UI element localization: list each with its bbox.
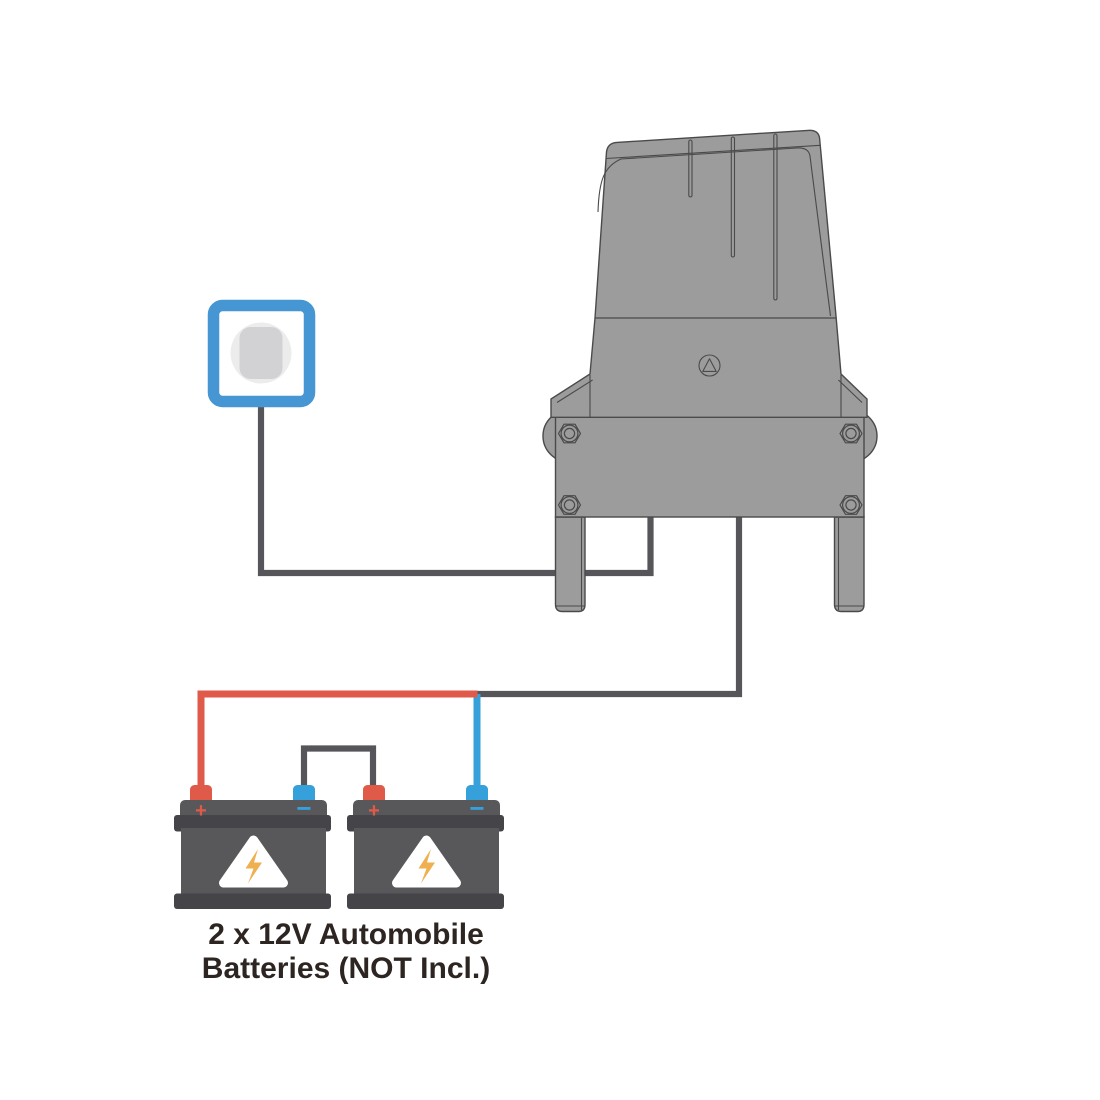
socket-face bbox=[239, 327, 283, 379]
positive-symbol: + bbox=[368, 800, 380, 822]
positive-symbol: + bbox=[195, 800, 207, 822]
left-leg bbox=[554, 516, 586, 613]
battery-1: + − bbox=[174, 785, 331, 909]
battery-caption-line2: Batteries (NOT Incl.) bbox=[201, 952, 491, 985]
gate-opener-machine bbox=[542, 129, 878, 613]
left-wing-line bbox=[556, 375, 593, 417]
right-leg bbox=[833, 516, 865, 613]
right-wing-line bbox=[838, 375, 863, 417]
hood-inner-contour bbox=[597, 147, 832, 317]
red-positive-wire bbox=[197, 690, 478, 790]
mount-bolt bbox=[557, 495, 582, 515]
negative-symbol: − bbox=[296, 793, 311, 823]
battery-caption: 2 x 12V Automobile Batteries (NOT Incl.) bbox=[166, 918, 526, 986]
battery-top-band bbox=[347, 815, 504, 832]
power-outlet bbox=[207, 299, 316, 408]
brand-logo-icon bbox=[698, 354, 721, 377]
battery-caption-line1: 2 x 12V Automobile bbox=[208, 918, 484, 951]
lightning-warning-icon bbox=[392, 835, 461, 888]
battery-top-band bbox=[174, 815, 331, 832]
hood-vent bbox=[773, 133, 778, 301]
mount-bolt bbox=[557, 423, 582, 444]
battery-foot-band bbox=[347, 893, 504, 909]
hood-vent bbox=[688, 139, 693, 198]
mount-bolt bbox=[839, 495, 863, 515]
mount-bolt bbox=[839, 423, 863, 444]
lightning-warning-icon bbox=[219, 835, 288, 888]
series-jumper-wire bbox=[300, 745, 377, 790]
wires bbox=[197, 372, 743, 790]
hood-lip-line bbox=[605, 144, 821, 160]
base-plate bbox=[554, 416, 865, 518]
battery-2: + − bbox=[347, 785, 504, 909]
hood-vents bbox=[688, 133, 778, 301]
machine-body bbox=[550, 129, 868, 418]
ac-power-wire bbox=[257, 372, 654, 577]
hood-vent bbox=[730, 136, 736, 258]
dc-power-wire bbox=[477, 516, 743, 698]
battery-foot-band bbox=[174, 893, 331, 909]
negative-symbol: − bbox=[469, 793, 484, 823]
